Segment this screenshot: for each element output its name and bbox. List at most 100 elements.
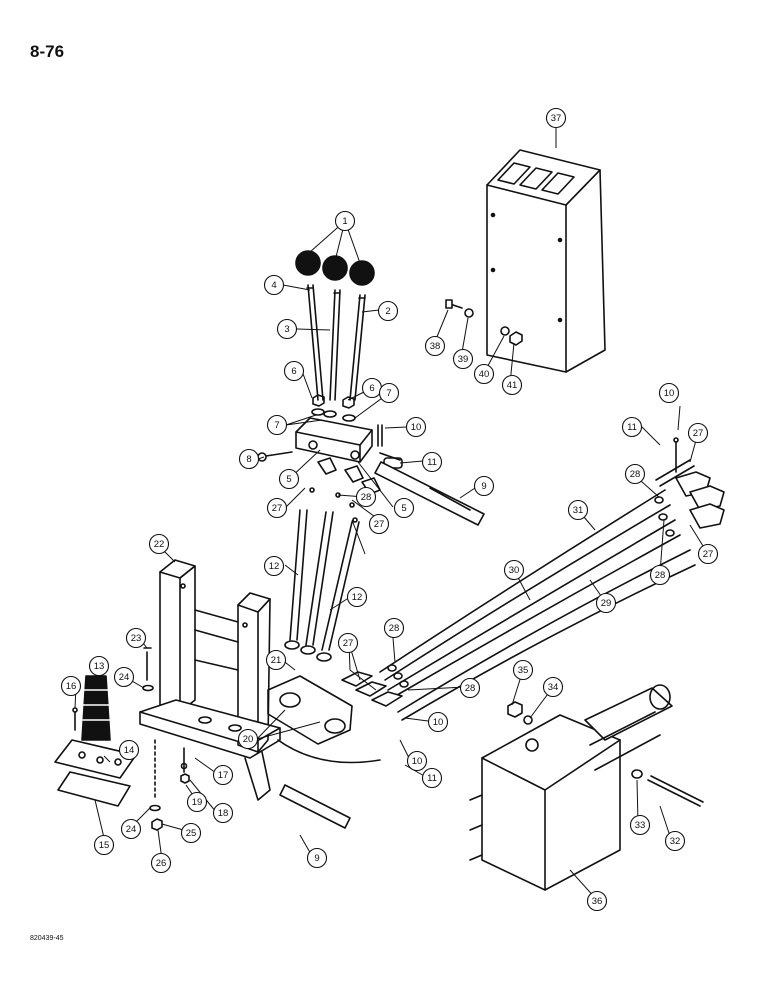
callout-circle: [567, 499, 589, 521]
callout-label: 24: [119, 672, 130, 683]
callout-label: 10: [411, 422, 422, 433]
callout-circle: [586, 890, 608, 912]
callout-28: 28: [383, 617, 405, 639]
callout-41: 41: [501, 374, 523, 396]
callout-label: 4: [271, 280, 276, 291]
callout-label: 36: [592, 896, 603, 907]
callout-label: 15: [99, 840, 110, 851]
callout-16: 16: [60, 675, 82, 697]
callout-circle: [697, 543, 719, 565]
callout-label: 11: [627, 422, 637, 433]
callout-circle: [427, 711, 449, 733]
callout-circle: [355, 486, 377, 508]
callouts: 1234556677899101010101111111212131415161…: [60, 107, 719, 912]
callout-circle: [624, 463, 646, 485]
callout-11: 11: [421, 451, 443, 473]
callout-label: 10: [664, 388, 675, 399]
callout-label: 19: [192, 797, 203, 808]
callout-label: 11: [427, 773, 437, 784]
callout-18: 18: [212, 802, 234, 824]
callout-12: 12: [346, 586, 368, 608]
callout-label: 10: [412, 756, 423, 767]
callout-32: 32: [664, 830, 686, 852]
callout-circle: [237, 728, 259, 750]
callout-label: 18: [218, 808, 229, 819]
callout-27: 27: [337, 632, 359, 654]
control-valve: [469, 684, 673, 891]
callout-11: 11: [621, 416, 643, 438]
callout-10: 10: [406, 750, 428, 772]
callout-circle: [629, 814, 651, 836]
callout-28: 28: [649, 564, 671, 586]
callout-circle: [118, 739, 140, 761]
callout-label: 41: [507, 380, 518, 391]
callout-label: 13: [94, 661, 105, 672]
callout-label: 3: [284, 324, 289, 335]
callout-3: 3: [276, 318, 298, 340]
callout-6: 6: [361, 377, 383, 399]
callout-7: 7: [378, 382, 400, 404]
control-lever-shield: [486, 149, 606, 373]
callout-label: 28: [389, 623, 400, 634]
bellcrank-assembly: [267, 675, 381, 829]
callout-circle: [113, 666, 135, 688]
control-levers: [306, 284, 366, 401]
callout-circle: [120, 818, 142, 840]
callout-27: 27: [368, 513, 390, 535]
callout-9: 9: [306, 847, 328, 869]
callout-label: 5: [401, 503, 406, 514]
lever-knobs: [295, 250, 375, 286]
callout-34: 34: [542, 676, 564, 698]
callout-circle: [501, 374, 523, 396]
lever-nuts-washers: [311, 394, 356, 422]
callout-label: 6: [369, 383, 374, 394]
callout-circle: [266, 497, 288, 519]
callout-25: 25: [180, 822, 202, 844]
callout-label: 39: [458, 354, 469, 365]
callout-circle: [383, 617, 405, 639]
callout-label: 28: [655, 570, 666, 581]
callout-28: 28: [355, 486, 377, 508]
callout-label: 11: [427, 457, 437, 468]
callout-circle: [306, 847, 328, 869]
callout-22: 22: [148, 533, 170, 555]
callout-label: 28: [465, 683, 476, 694]
valve-mounting-hardware: [507, 701, 704, 807]
callout-23: 23: [125, 627, 147, 649]
callout-circle: [337, 632, 359, 654]
callout-circle: [276, 318, 298, 340]
callout-2: 2: [377, 300, 399, 322]
callout-circle: [459, 677, 481, 699]
callout-27: 27: [687, 422, 709, 444]
lever-boot: [81, 675, 111, 741]
callout-circle: [378, 382, 400, 404]
callout-circle: [265, 649, 287, 671]
callout-9: 9: [473, 475, 495, 497]
callout-label: 27: [693, 428, 704, 439]
pivot-pin-upper: [374, 461, 485, 526]
callout-21: 21: [265, 649, 287, 671]
figure-code: 820439-45: [30, 935, 64, 942]
callout-5: 5: [278, 468, 300, 490]
callout-circle: [88, 655, 110, 677]
callout-14: 14: [118, 739, 140, 761]
callout-11: 11: [421, 767, 443, 789]
callout-circle: [377, 300, 399, 322]
callout-label: 14: [124, 745, 135, 756]
callout-label: 17: [218, 770, 229, 781]
callout-circle: [621, 416, 643, 438]
callout-label: 29: [601, 598, 612, 609]
callout-4: 4: [263, 274, 285, 296]
callout-30: 30: [503, 559, 525, 581]
callout-circle: [93, 834, 115, 856]
callout-24: 24: [120, 818, 142, 840]
callout-circle: [473, 475, 495, 497]
callout-label: 10: [433, 717, 444, 728]
callout-label: 30: [509, 565, 520, 576]
callout-10: 10: [405, 416, 427, 438]
callout-label: 27: [343, 638, 354, 649]
callout-circle: [212, 764, 234, 786]
callout-6: 6: [283, 360, 305, 382]
callout-28: 28: [459, 677, 481, 699]
callout-5: 5: [393, 497, 415, 519]
